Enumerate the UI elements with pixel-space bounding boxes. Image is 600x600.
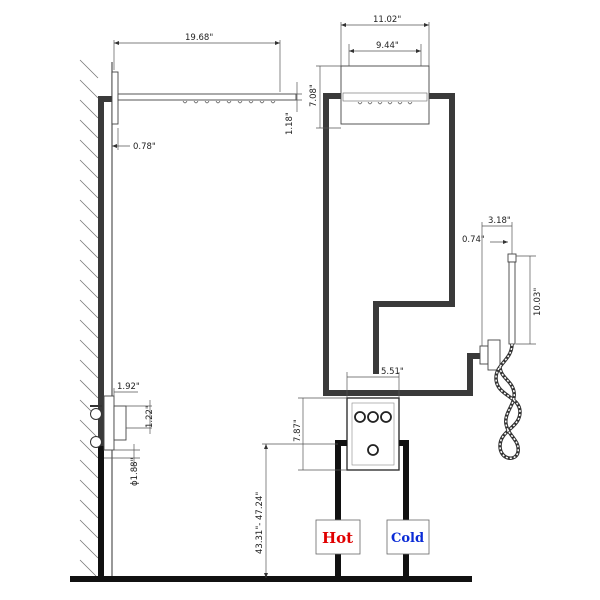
valve-knob-1 [354, 411, 366, 423]
side-valve [90, 395, 127, 451]
dim-pipe-diameter: ϕ1.88" [130, 457, 140, 486]
dim-head-width-outer: 11.02" [373, 15, 401, 25]
dim-valve-height: 7.87" [293, 419, 303, 442]
arm-nozzles [182, 100, 276, 104]
dim-head-depth: 7.08" [309, 84, 319, 107]
shower-arm [117, 93, 297, 101]
floor [70, 576, 472, 582]
hot-label-box [315, 519, 361, 555]
temperature-knob [367, 444, 379, 456]
dim-install-height: 43.31"- 47.24" [255, 492, 265, 554]
dim-valve-projection: 1.92" [117, 382, 140, 392]
dim-handheld-spacing: 3.18" [488, 216, 511, 226]
cold-label: Cold [391, 531, 424, 546]
dim-handheld-length: 10.03" [533, 288, 543, 316]
dim-head-thickness: 1.18" [285, 112, 295, 135]
wall-hatching [79, 59, 99, 577]
wall-flange [111, 71, 119, 125]
supply-loop [323, 93, 455, 396]
valve-knob-3 [380, 411, 392, 423]
cold-label-box [386, 519, 430, 555]
handheld-head [507, 253, 517, 263]
side-view [70, 59, 472, 582]
valve-knob-2 [367, 411, 379, 423]
dim-wall-offset: 0.78" [133, 142, 156, 152]
handheld-supply [396, 353, 480, 396]
dim-arm-length: 19.68" [185, 33, 213, 43]
rain-head-nozzles [357, 101, 413, 105]
side-dimensions: 19.68" 1.18" 0.78" 1.92" 1.22" ϕ1.88" [104, 33, 302, 486]
handheld-holder [487, 339, 501, 371]
wall-elbow [479, 345, 489, 365]
dim-handheld-offset: 0.74" [462, 235, 485, 245]
dim-valve-width: 5.51" [381, 367, 404, 377]
handheld-wand [508, 261, 516, 345]
front-dimensions: 11.02" 9.44" 7.08" 3.18" 0.74" 10.03" 5.… [255, 15, 543, 578]
front-view: Hot Cold [315, 65, 522, 576]
dim-valve-side: 1.22" [145, 405, 155, 428]
dim-head-width-inner: 9.44" [376, 41, 399, 51]
hot-label: Hot [322, 529, 353, 547]
